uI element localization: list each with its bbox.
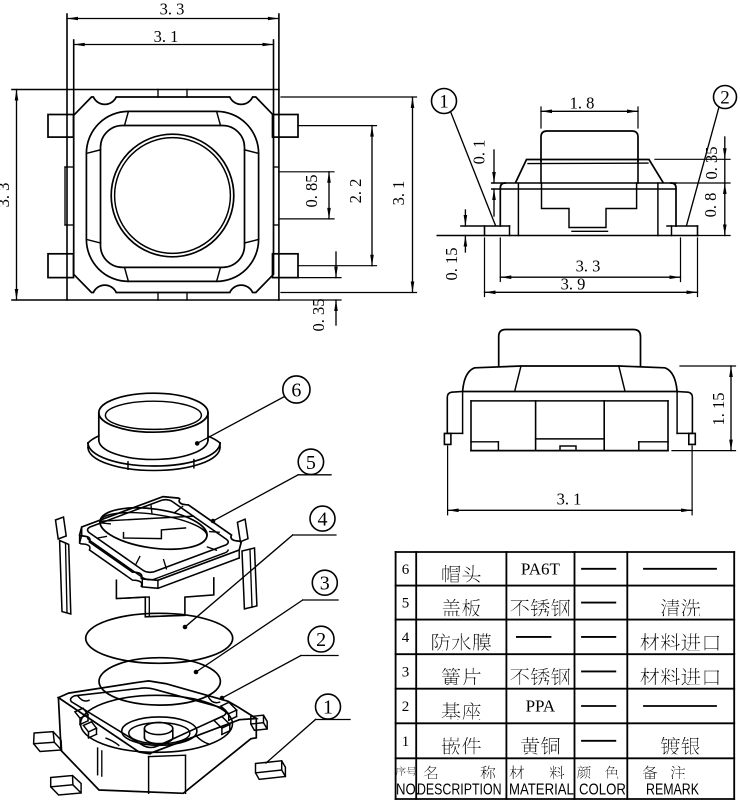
- svg-text:0. 8: 0. 8: [701, 193, 720, 218]
- svg-text:3. 1: 3. 1: [154, 27, 179, 46]
- svg-text:COLOR: COLOR: [579, 782, 626, 799]
- svg-text:3. 3: 3. 3: [160, 0, 185, 19]
- svg-text:5: 5: [306, 452, 316, 474]
- svg-text:3: 3: [320, 573, 330, 595]
- svg-text:6: 6: [291, 380, 301, 402]
- svg-text:0. 1: 0. 1: [470, 140, 489, 165]
- svg-text:4: 4: [402, 630, 410, 646]
- svg-text:2: 2: [316, 629, 326, 651]
- svg-text:2: 2: [720, 88, 730, 109]
- svg-text:MATERIAL: MATERIAL: [509, 782, 574, 799]
- svg-text:3. 3: 3. 3: [576, 257, 601, 276]
- svg-text:2. 2: 2. 2: [346, 179, 365, 204]
- svg-text:2: 2: [402, 699, 410, 715]
- svg-text:DESCRIPTION: DESCRIPTION: [417, 780, 502, 798]
- svg-text:PA6T: PA6T: [521, 559, 561, 578]
- svg-text:NO.: NO.: [396, 782, 419, 799]
- svg-text:3. 9: 3. 9: [561, 275, 586, 294]
- svg-text:1: 1: [402, 734, 410, 750]
- svg-text:1: 1: [323, 697, 333, 719]
- svg-text:PPA: PPA: [526, 697, 556, 716]
- svg-text:3. 1: 3. 1: [557, 490, 582, 509]
- svg-text:1. 8: 1. 8: [570, 94, 595, 113]
- svg-text:0. 85: 0. 85: [302, 175, 321, 208]
- svg-text:0. 15: 0. 15: [442, 248, 461, 281]
- svg-text:6: 6: [402, 562, 410, 578]
- svg-text:1. 15: 1. 15: [709, 393, 728, 426]
- svg-text:0. 35: 0. 35: [702, 147, 721, 180]
- svg-text:REMARK: REMARK: [646, 780, 700, 798]
- svg-text:3: 3: [402, 664, 410, 680]
- svg-text:1: 1: [439, 92, 449, 113]
- svg-text:0. 35: 0. 35: [309, 299, 328, 332]
- svg-text:3. 3: 3. 3: [0, 183, 13, 208]
- svg-text:4: 4: [318, 509, 328, 531]
- svg-text:3. 1: 3. 1: [389, 181, 408, 206]
- svg-text:5: 5: [402, 596, 410, 612]
